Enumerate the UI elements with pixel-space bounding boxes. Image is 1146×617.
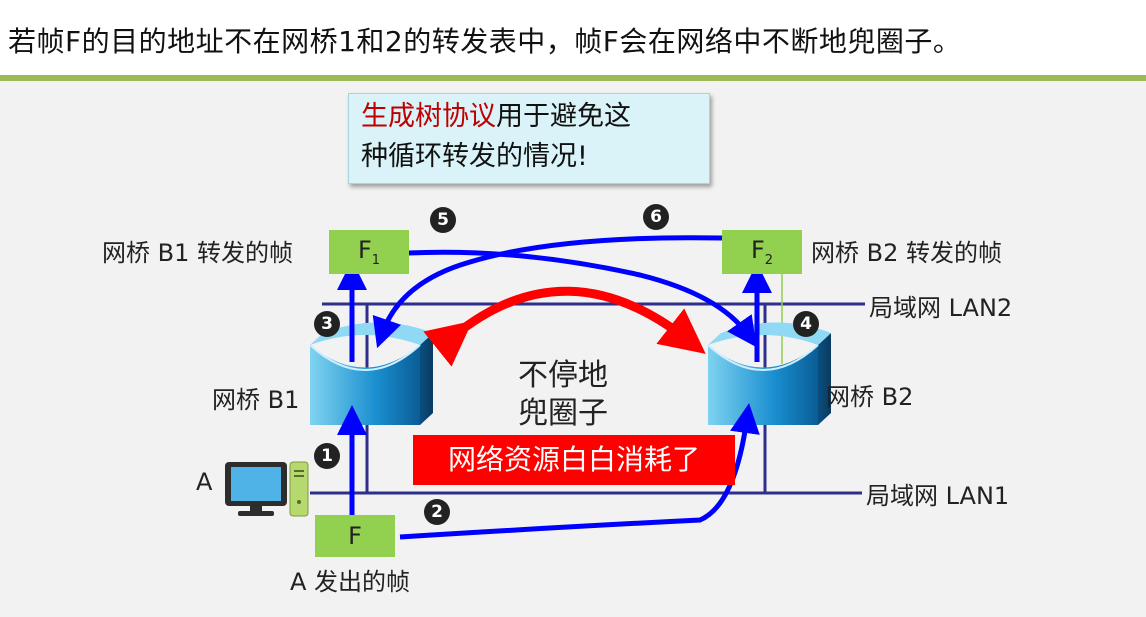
header-text: 若帧F的目的地址不在网桥1和2的转发表中，帧F会在网络中不断地兜圈子。 <box>8 25 962 58</box>
b1-forward-label: 网桥 B1 转发的帧 <box>102 239 293 267</box>
step-3-badge: 3 <box>314 311 340 337</box>
arrow-step-5 <box>407 249 757 348</box>
lan2-label: 局域网 LAN2 <box>869 294 1013 322</box>
a-sent-label: A 发出的帧 <box>290 568 411 596</box>
callout-highlight: 生成树协议 <box>361 101 496 132</box>
loop-caption-line2: 兜圈子 <box>518 396 608 431</box>
waste-banner: 网络资源白白消耗了 <box>413 435 735 485</box>
step-5-badge: 5 <box>430 207 456 233</box>
bridge-b2-label: 网桥 B2 <box>826 383 914 411</box>
bridge-b1-icon <box>309 322 433 425</box>
step-1-badge: 1 <box>314 443 340 469</box>
lan1-label: 局域网 LAN1 <box>866 482 1010 510</box>
frame-f1: F1 <box>329 230 409 274</box>
header: 若帧F的目的地址不在网桥1和2的转发表中，帧F会在网络中不断地兜圈子。 <box>0 0 1146 81</box>
step-6-badge: 6 <box>643 204 669 230</box>
callout-line2: 种循环转发的情况! <box>361 141 588 172</box>
frame-f2: F2 <box>722 230 802 274</box>
step-4-badge: 4 <box>793 311 819 337</box>
header-rule <box>0 75 1146 81</box>
bridge-b1-label: 网桥 B1 <box>212 386 300 414</box>
loop-caption: 不停地 兜圈子 <box>518 357 608 433</box>
frame-f1-sub: 1 <box>371 252 381 268</box>
loop-caption-line1: 不停地 <box>518 358 608 393</box>
b2-forward-label: 网桥 B2 转发的帧 <box>811 239 1002 267</box>
bridge-b2-icon <box>707 322 831 425</box>
red-loop-arrow <box>423 286 706 367</box>
host-a-label: A <box>196 468 213 496</box>
frame-f2-label: F <box>750 236 765 264</box>
frame-f2-sub: 2 <box>764 252 774 268</box>
frame-f1-label: F <box>357 236 372 264</box>
computer-a-icon <box>225 461 309 517</box>
callout-text: 用于避免这 <box>496 101 631 132</box>
arrow-step-6 <box>372 235 723 349</box>
step-2-badge: 2 <box>424 499 450 525</box>
frame-f: F <box>315 515 395 557</box>
callout-box: 生成树协议用于避免这 种循环转发的情况! <box>348 93 710 184</box>
